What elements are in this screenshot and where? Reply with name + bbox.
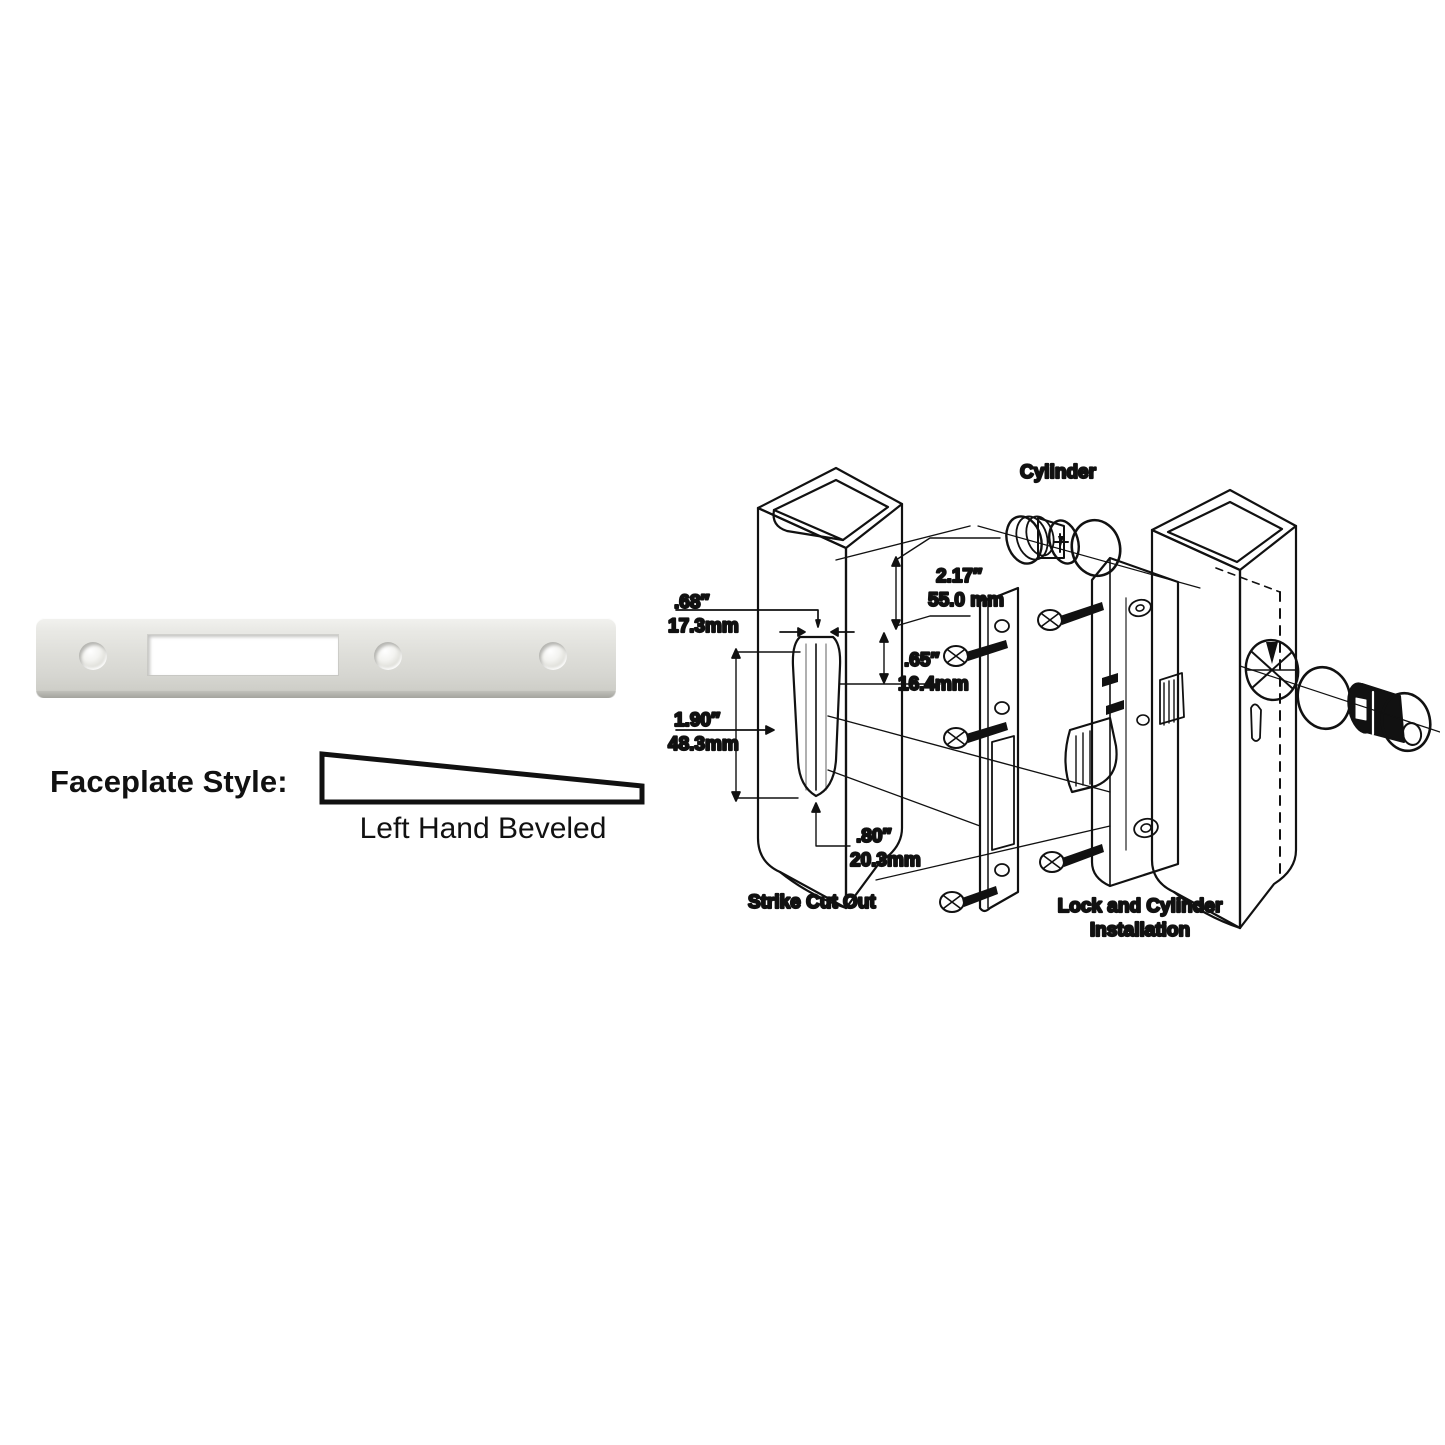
screw-1: [1037, 602, 1104, 631]
dimension-text-group: .68″ 17.3mm 1.90″ 48.3mm 2.17″ 55.0 mm .…: [667, 565, 1005, 872]
bevel-caption: Left Hand Beveled: [359, 812, 607, 845]
screw-2: [943, 640, 1008, 667]
dim-080-metric: 20.3mm: [850, 850, 921, 871]
strike-faceplate-part: [978, 586, 1020, 913]
faceplate-screw-hole-1: [79, 642, 107, 670]
installation-diagram: .68″ 17.3mm 1.90″ 48.3mm 2.17″ 55.0 mm .…: [640, 430, 1440, 970]
faceplate-screw-hole-2: [374, 642, 402, 670]
cylinder-hub: [1244, 638, 1300, 702]
label-strike-cut-out: Strike Cut Out: [748, 892, 876, 913]
faceplate-panel: Faceplate Style: Left Hand Beveled: [0, 590, 660, 890]
strike-stile-tube: [756, 466, 904, 910]
strike-cut-out-shape: [791, 635, 842, 798]
faceplate-latch-cutout: [148, 635, 338, 675]
mortise-lock-body: [1090, 556, 1185, 888]
dim-080-inch: .80″: [856, 826, 892, 847]
screw-4: [1039, 844, 1104, 873]
faceplate-screw-hole-3: [539, 642, 567, 670]
bevel-wedge-illustration: [317, 750, 647, 806]
dim-190-metric: 48.3mm: [668, 734, 739, 755]
dim-065-metric: 16.4mm: [898, 674, 969, 695]
faceplate-photo: [36, 618, 616, 698]
dim-190-inch: 1.90″: [674, 710, 720, 731]
faceplate-style-label: Faceplate Style:: [50, 764, 288, 799]
dim-217-inch: 2.17″: [936, 566, 982, 587]
dimension-leaders: [675, 525, 1111, 847]
hook-bolt: [1064, 716, 1118, 794]
dim-068-metric: 17.3mm: [668, 616, 739, 637]
faceplate-style-row: Faceplate Style: Left Hand Beveled: [50, 750, 650, 870]
cylinder-assembly-right: [1239, 665, 1440, 753]
label-cylinder: Cylinder: [1020, 462, 1097, 483]
label-lock-installation-line1: Lock and Cylinder: [1058, 896, 1223, 917]
dim-068-inch: .68″: [674, 592, 710, 613]
lock-stile-tube: [1150, 488, 1298, 930]
screw-group: [939, 602, 1104, 913]
label-lock-installation-line2: Installation: [1090, 920, 1190, 941]
screw-5: [939, 886, 998, 913]
screw-3: [943, 722, 1008, 749]
dim-217-metric: 55.0 mm: [928, 590, 1004, 611]
dim-065-inch: .65″: [904, 650, 940, 671]
